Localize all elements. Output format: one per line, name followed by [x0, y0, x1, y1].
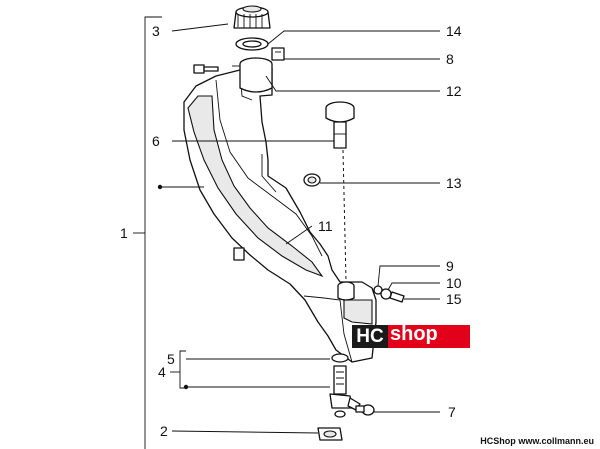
level-sender: [325, 101, 355, 281]
bracket-1: [133, 16, 162, 449]
callout-8: 8: [446, 51, 454, 67]
callout-15: 15: [446, 291, 462, 307]
callout-7: 7: [448, 404, 456, 420]
callout-10: 10: [446, 275, 462, 291]
callout-3: 3: [152, 23, 160, 39]
callout-6: 6: [152, 133, 160, 149]
leader-lines: [160, 23, 440, 434]
callout-11: 11: [318, 218, 333, 234]
callout-9: 9: [446, 258, 454, 274]
clip-8: [271, 47, 285, 61]
fuel-tap: [329, 365, 361, 418]
logo-hc-text: HC: [352, 325, 388, 348]
cap-gasket: [235, 37, 269, 51]
fuel-tank: [183, 67, 377, 363]
callout-numbers: 1 2 3 4 5 6 7 8 9 10 11 12 13 14 15: [120, 23, 462, 439]
screw-upper: [193, 64, 219, 74]
callout-1: 1: [120, 225, 128, 241]
footer-site: www.collmann.eu: [518, 436, 594, 446]
footer-credit: HCShop www.collmann.eu: [480, 436, 594, 446]
callout-2: 2: [160, 423, 168, 439]
leader-dots: [157, 184, 189, 390]
callout-5: 5: [167, 351, 175, 367]
tank-outlet: [337, 281, 355, 301]
hose-clamp: [355, 404, 375, 416]
hardware-9-10-15: [373, 285, 405, 303]
hc-shop-logo: HC shop: [352, 323, 470, 348]
grommet: [303, 173, 321, 187]
clamp-2: [317, 427, 343, 441]
callout-4: 4: [158, 364, 166, 380]
filler-neck: [232, 57, 273, 93]
footer-brand: HCShop: [480, 436, 516, 446]
logo-shop-text: shop: [390, 323, 438, 345]
clip-lower: [233, 247, 245, 261]
callout-12: 12: [446, 83, 462, 99]
bracket-4: [170, 350, 186, 389]
o-ring: [331, 353, 349, 363]
callout-14: 14: [446, 23, 462, 39]
callout-13: 13: [446, 175, 462, 191]
filler-cap: [233, 5, 271, 29]
